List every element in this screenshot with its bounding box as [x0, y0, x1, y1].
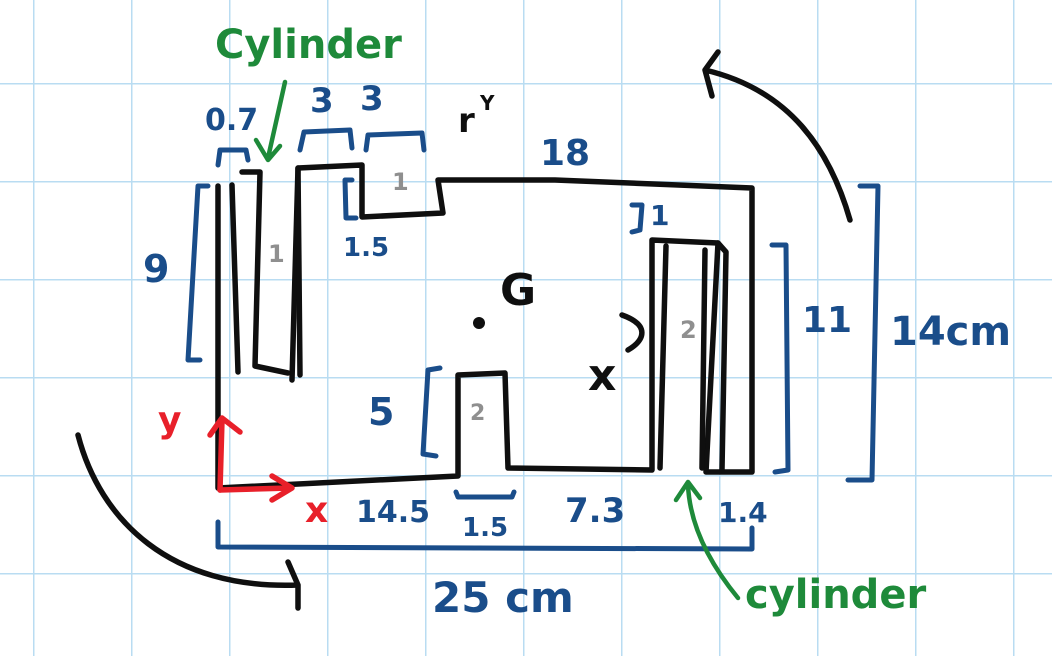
dim-0-7: 0.7 [205, 103, 258, 138]
bracket-1-5-bottom [453, 489, 517, 500]
cylinder-arrow-bottom [673, 479, 741, 601]
ry-label: r [458, 101, 475, 141]
dim-25cm: 25 cm [432, 573, 574, 622]
bracket-25cm [215, 519, 755, 552]
x-axis-arrow [217, 473, 295, 503]
rotation-arrow-bottom [75, 432, 301, 611]
rotation-arrow-top [702, 49, 853, 223]
cylinder-label-top: Cylinder [215, 22, 402, 68]
dim-1-4: 1.4 [718, 496, 768, 529]
bracket-9 [185, 183, 211, 363]
y-axis-label: y [158, 400, 181, 441]
dim-1-5-top: 1.5 [343, 233, 389, 263]
shape-outline [215, 162, 755, 491]
bracket-0-7 [215, 147, 251, 168]
dim-9: 9 [143, 247, 169, 291]
dim-11: 11 [802, 300, 852, 341]
y-axis-arrow [207, 415, 243, 493]
bracket-3-left [297, 127, 355, 153]
ry-superscript: Y [479, 91, 495, 115]
centroid-dot [473, 317, 485, 329]
bracket-5 [420, 365, 443, 459]
x-axis-label: x [305, 490, 328, 531]
region-1-top-notch: 1 [392, 168, 409, 196]
dim-3-right: 3 [360, 79, 384, 119]
bracket-14cm [845, 183, 881, 483]
centroid-label: G [500, 265, 536, 316]
dim-5: 5 [368, 390, 394, 434]
bracket-3-right [363, 130, 427, 153]
region-2-bottom-tab: 2 [470, 401, 485, 426]
right-cylinder-outline [657, 240, 729, 473]
dim-3-left: 3 [310, 81, 334, 121]
dim-18: 18 [540, 133, 590, 174]
dim-7-3: 7.3 [565, 491, 625, 531]
dim-14cm: 14cm [890, 309, 1011, 355]
region-1-left-cylinder: 1 [268, 240, 285, 268]
cylinder-label-bottom: cylinder [745, 572, 926, 618]
dim-1-5-bottom: 1.5 [462, 513, 508, 543]
bracket-1-5-top [342, 177, 359, 221]
region-2-right-cylinder: 2 [680, 316, 697, 344]
dim-14-5: 14.5 [356, 495, 430, 530]
dim-1-right: 1 [650, 199, 669, 232]
cylinder-arrow-top [253, 79, 288, 163]
xbar-label: x [588, 350, 616, 401]
xbar-pointer [619, 312, 645, 353]
bracket-11 [769, 242, 791, 475]
left-cylinder-outline [229, 165, 303, 378]
bracket-1-right [629, 202, 645, 235]
